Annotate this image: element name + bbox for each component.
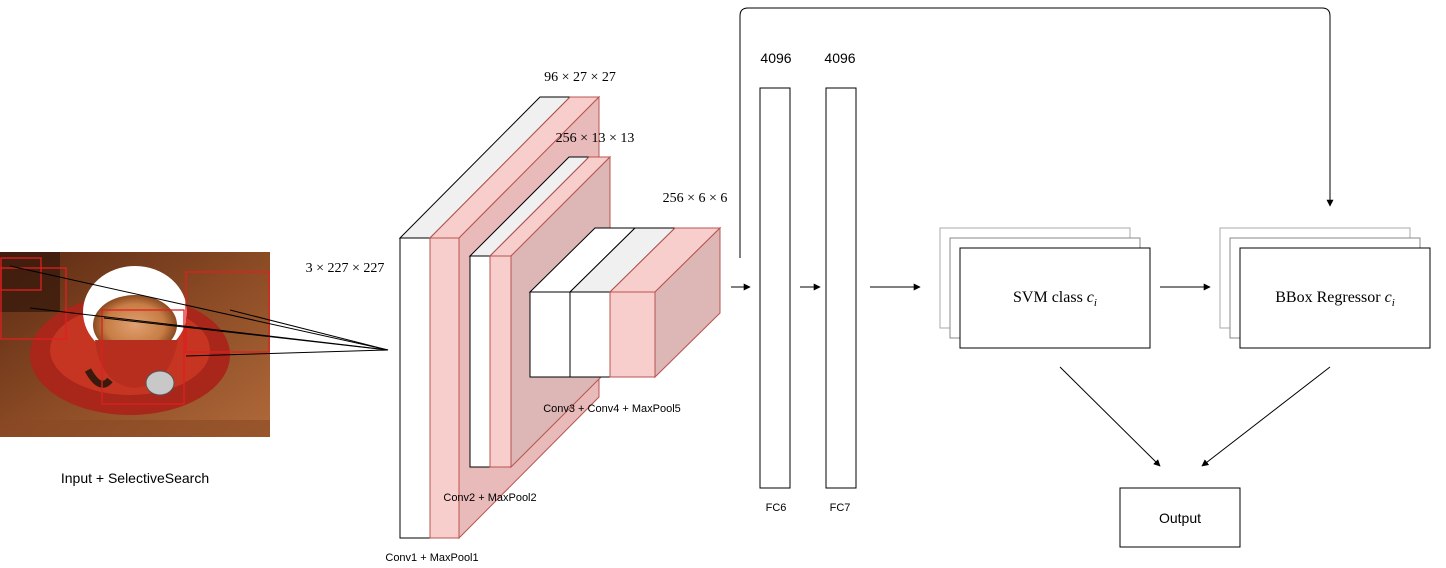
input-image bbox=[0, 252, 270, 437]
arrow-bbox-to-output bbox=[1201, 366, 1331, 467]
fc7-units: 4096 bbox=[824, 50, 855, 66]
region-proposals bbox=[0, 257, 270, 405]
svm-classifier-box bbox=[959, 247, 1151, 349]
conv345-label: Conv3 + Conv4 + MaxPool5 bbox=[543, 403, 681, 415]
output-label: Output bbox=[1159, 510, 1201, 526]
fc6-units: 4096 bbox=[760, 50, 791, 66]
bbox-regressor-box bbox=[1239, 247, 1431, 349]
conv2-dims: 96 × 27 × 27 bbox=[544, 70, 616, 85]
region-to-conv-lines bbox=[9, 265, 389, 357]
fc6-label: FC6 bbox=[766, 502, 787, 514]
svm-stack bbox=[939, 227, 1151, 349]
arrow-skip-to-bbox bbox=[739, 7, 1334, 258]
arrow-svm-to-output bbox=[1059, 366, 1161, 467]
input-dims: 3 × 227 × 227 bbox=[306, 261, 385, 276]
svm-label: SVM class ci bbox=[1013, 289, 1097, 309]
conv345-dims-a: 256 × 13 × 13 bbox=[556, 131, 635, 146]
bbox-label: BBox Regressor ci bbox=[1275, 289, 1395, 309]
flow-arrows bbox=[731, 7, 1334, 467]
region-box bbox=[0, 267, 67, 340]
input-label: Input + SelectiveSearch bbox=[61, 470, 209, 486]
region-box bbox=[185, 271, 270, 353]
conv345-dims-b: 256 × 6 × 6 bbox=[663, 191, 728, 206]
output-box bbox=[1119, 487, 1241, 548]
spoon bbox=[145, 370, 175, 396]
conv2-block bbox=[468, 155, 612, 469]
region-box bbox=[101, 309, 185, 405]
conv345-block bbox=[528, 226, 722, 379]
bbox-stack bbox=[1219, 227, 1431, 349]
fc6-layer bbox=[759, 87, 791, 489]
conv2-label: Conv2 + MaxPool2 bbox=[443, 492, 536, 504]
fc7-label: FC7 bbox=[830, 502, 851, 514]
conv1-label: Conv1 + MaxPool1 bbox=[385, 552, 478, 564]
fc7-layer bbox=[825, 87, 857, 489]
